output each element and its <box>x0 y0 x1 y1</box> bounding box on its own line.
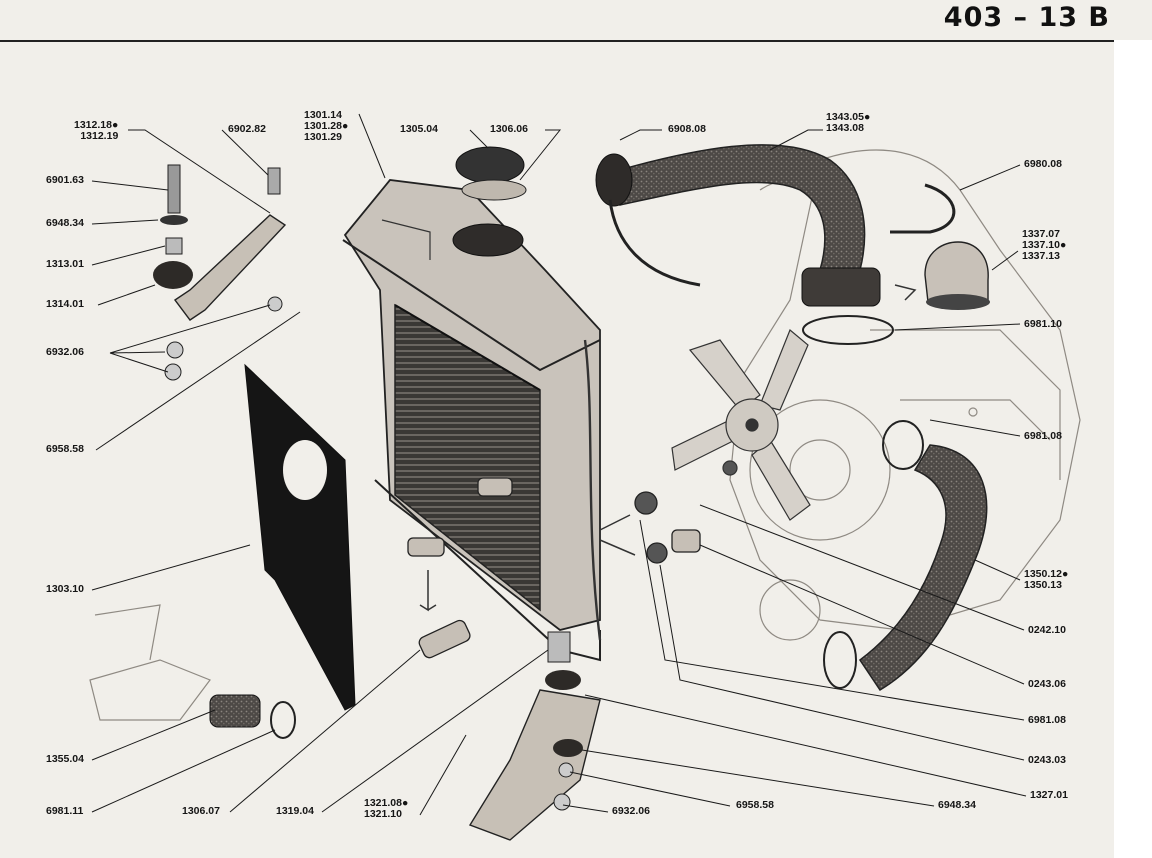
deflector-panel-1303-10 <box>244 363 356 711</box>
part-1313-01: 1313.01 <box>46 258 84 270</box>
cooling-fan <box>671 329 811 521</box>
part-1327-01: 1327.01 <box>1030 789 1068 801</box>
part-1314-01: 1314.01 <box>46 298 84 310</box>
upper-hose-end <box>595 153 633 207</box>
part-1303-10: 1303.10 <box>46 583 84 595</box>
assembly-arrows <box>419 284 917 612</box>
lower-hose <box>858 444 988 692</box>
part-6958-58-left: 6958.58 <box>46 443 84 455</box>
drain-taps <box>407 477 701 659</box>
part-6981-10: 6981.10 <box>1024 318 1062 330</box>
label-group-1337: 1337.07 1337.10● 1337.13 <box>1022 229 1066 262</box>
radiator <box>342 179 601 662</box>
part-6902-82: 6902.82 <box>228 123 266 135</box>
washer-6958-58-left <box>166 341 184 359</box>
part-6980-08: 6980.08 <box>1024 158 1062 170</box>
page-title: 403 – 13 B <box>943 2 1110 33</box>
part-1337-10: 1337.10● <box>1022 239 1067 251</box>
label-group-1350: 1350.12● 1350.13 <box>1024 569 1068 591</box>
part-6932-06-left: 6932.06 <box>46 346 84 358</box>
part-6948-34-left: 6948.34 <box>46 217 84 229</box>
strainer-1355-04 <box>209 694 261 728</box>
part-0243-03: 0243.03 <box>1028 754 1066 766</box>
label-group-1301: 1301.14 1301.28● 1301.29 <box>304 110 348 143</box>
part-6981-08b: 6981.08 <box>1028 714 1066 726</box>
mounting-stay-1314-01 <box>173 214 287 321</box>
part-1350-12: 1350.12● <box>1024 568 1069 580</box>
hose-clamps <box>270 315 924 739</box>
part-1343-05: 1343.05● <box>826 111 871 123</box>
part-1305-04: 1305.04 <box>400 123 438 135</box>
part-0243-06: 0243.06 <box>1028 678 1066 690</box>
deflector-hole <box>283 440 327 500</box>
part-6958-58-bottom: 6958.58 <box>736 799 774 811</box>
part-1355-04: 1355.04 <box>46 753 84 765</box>
bolt-6901-63 <box>167 164 181 214</box>
part-6981-11: 6981.11 <box>46 805 84 817</box>
part-1312-19: 1312.19 <box>80 130 119 142</box>
part-1306-06: 1306.06 <box>490 123 528 135</box>
part-6908-08: 6908.08 <box>668 123 706 135</box>
rubber-1314 <box>153 261 193 289</box>
part-1321-10: 1321.10 <box>364 808 402 820</box>
header-rule <box>0 40 1114 42</box>
spacer-1313-01 <box>165 237 183 255</box>
part-1301-28: 1301.28● <box>304 120 349 132</box>
label-group-1321: 1321.08● 1321.10 <box>364 798 408 820</box>
part-1321-08: 1321.08● <box>364 797 409 809</box>
part-6901-63: 6901.63 <box>46 174 84 186</box>
nut-6932-06-left <box>164 363 182 381</box>
page-edge <box>1114 40 1152 858</box>
part-1319-04: 1319.04 <box>276 805 314 817</box>
part-6981-08: 6981.08 <box>1024 430 1062 442</box>
thermostat-1337 <box>924 241 990 310</box>
upper-hose <box>611 144 866 271</box>
lower-support <box>468 631 601 841</box>
filler-cap-1305-04 <box>455 146 525 184</box>
leader-lines <box>91 113 1027 816</box>
part-0242-10: 0242.10 <box>1028 624 1066 636</box>
part-1301-14: 1301.14 <box>304 109 342 121</box>
cap-ring-1306-06 <box>461 179 527 201</box>
rod-6980-08 <box>890 183 956 234</box>
part-1350-13: 1350.13 <box>1024 579 1062 591</box>
tube-6908-08 <box>608 199 701 287</box>
upper-hose-sleeve <box>801 267 881 307</box>
part-1301-29: 1301.29 <box>304 131 342 143</box>
part-1306-07: 1306.07 <box>182 805 220 817</box>
filler-cap-on-radiator <box>452 223 524 257</box>
part-6948-34-bottom: 6948.34 <box>938 799 976 811</box>
nut-6932-06-top <box>267 296 283 312</box>
part-6932-06-bottom: 6932.06 <box>612 805 650 817</box>
label-group-1343: 1343.05● 1343.08 <box>826 112 870 134</box>
part-1337-07: 1337.07 <box>1022 228 1060 240</box>
screw-6902-82 <box>267 167 281 195</box>
part-1312-18: 1312.18● <box>74 119 119 131</box>
washer-6948-34 <box>160 215 188 225</box>
part-1337-13: 1337.13 <box>1022 250 1060 262</box>
label-group-1312: 1312.18● 1312.19 <box>74 120 118 142</box>
overflow-pipe <box>583 339 602 641</box>
part-1343-08: 1343.08 <box>826 122 864 134</box>
